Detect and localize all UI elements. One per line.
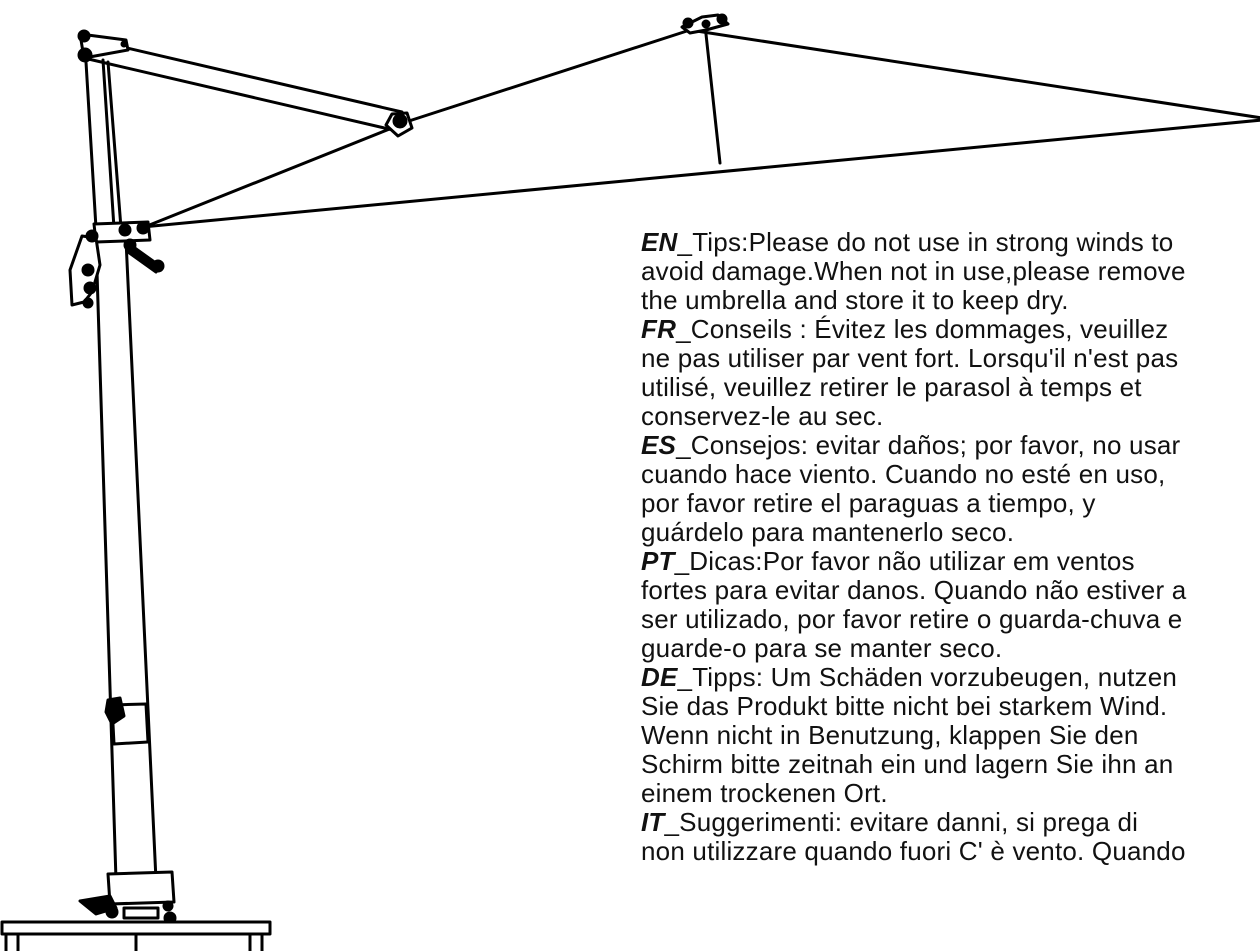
umbrella-base [0, 870, 272, 951]
umbrella-joint [68, 220, 165, 309]
language-code: FR [641, 314, 677, 344]
tip-de: DE_Tipps: Um Schäden vorzubeugen, nutzen… [641, 662, 1178, 808]
language-code: DE [641, 662, 678, 692]
umbrella-pole [84, 58, 158, 882]
tip-en: EN_Tips:Please do not use in strong wind… [641, 227, 1186, 315]
language-code: IT [641, 807, 665, 837]
tip-fr: FR_Conseils : Évitez les dommages, veuil… [641, 314, 1179, 431]
tip-es: ES_Consejos: evitar daños; por favor, no… [641, 430, 1181, 547]
umbrella-canopy [130, 13, 1260, 234]
tip-pt: PT_Dicas:Por favor não utilizar em vento… [641, 546, 1187, 663]
language-code: EN [641, 227, 678, 257]
tip-it: IT_Suggerimenti: evitare danni, si prega… [641, 807, 1186, 866]
umbrella-arm [77, 29, 414, 138]
language-code: PT [641, 546, 675, 576]
language-code: ES [641, 430, 677, 460]
tips-text: EN_Tips:Please do not use in strong wind… [641, 228, 1260, 866]
